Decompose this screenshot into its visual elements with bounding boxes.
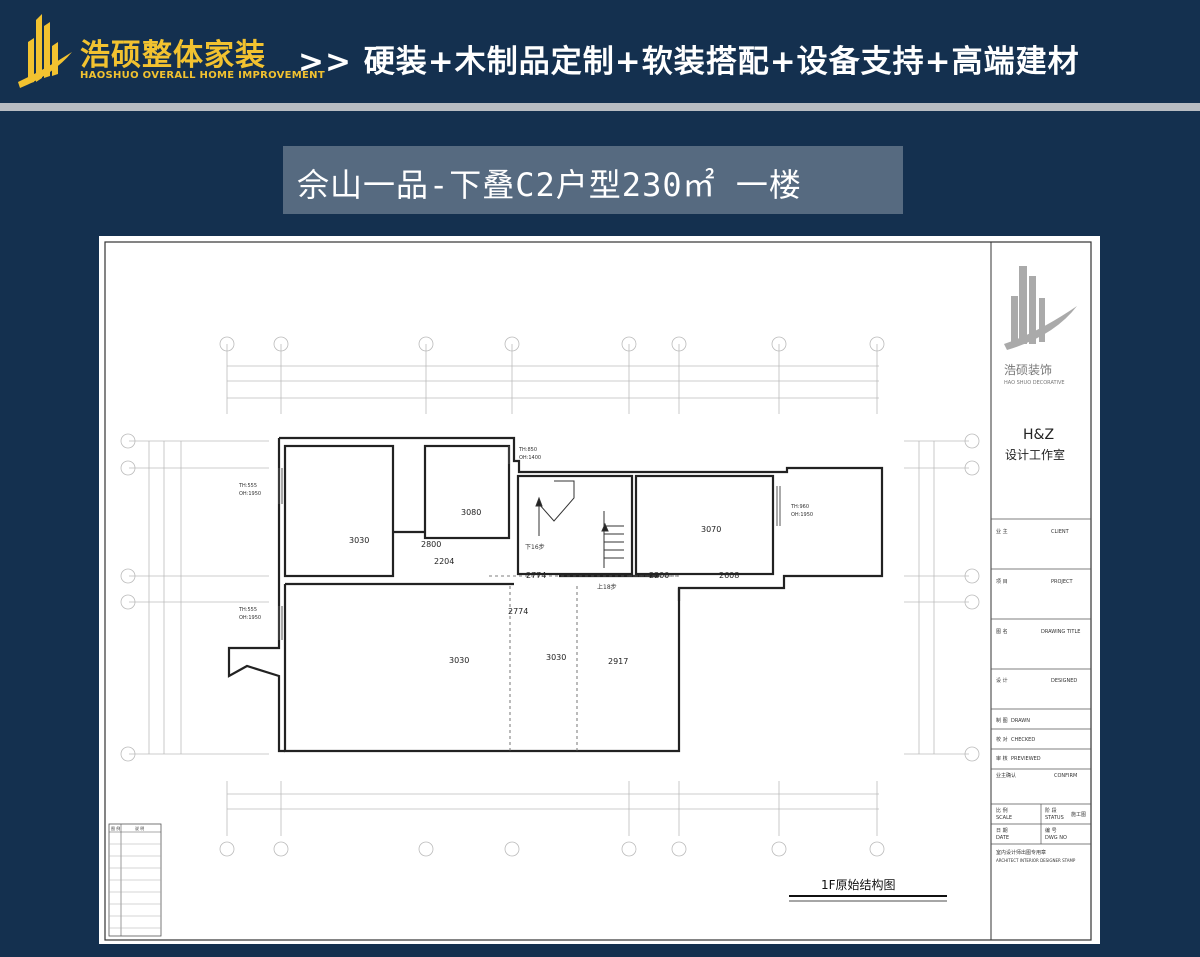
svg-text:OH:1950: OH:1950 bbox=[791, 512, 813, 518]
divider bbox=[0, 103, 1200, 111]
room-dimensions: 3030 3080 3070 3030 3030 2917 2800 2204 … bbox=[349, 508, 739, 666]
svg-text:DRAWING TITLE: DRAWING TITLE bbox=[1041, 629, 1080, 635]
page-title: 佘山一品-下叠C2户型230㎡ 一楼 bbox=[297, 166, 802, 204]
header-bar: 浩硕整体家装 HAOSHUO OVERALL HOME IMPROVEMENT … bbox=[0, 0, 1200, 103]
dim-label: 2774 bbox=[526, 571, 546, 580]
dashed-partitions bbox=[489, 575, 679, 751]
dim-label: 2204 bbox=[434, 557, 454, 566]
dim-label: 2917 bbox=[608, 657, 628, 666]
svg-text:业主确认: 业主确认 bbox=[996, 772, 1016, 779]
dim-label: 3030 bbox=[449, 656, 469, 665]
legend-header-b: 说 明 bbox=[135, 825, 144, 831]
svg-text:项 目: 项 目 bbox=[996, 579, 1008, 585]
svg-text:TH:850: TH:850 bbox=[518, 447, 537, 453]
svg-text:SCALE: SCALE bbox=[996, 815, 1012, 821]
dim-label: 3030 bbox=[349, 536, 369, 545]
dim-label: 3030 bbox=[546, 653, 566, 662]
dim-label: 2608 bbox=[719, 571, 739, 580]
svg-text:室内设计师出图专用章: 室内设计师出图专用章 bbox=[996, 849, 1046, 856]
svg-text:阶 段: 阶 段 bbox=[1045, 807, 1057, 814]
svg-text:TH:555: TH:555 bbox=[238, 483, 257, 489]
title-block-rows: 业 主 CLIENT 项 目 PROJECT 图 名 DRAWING TITLE 设 … bbox=[996, 528, 1086, 863]
svg-text:DWG NO: DWG NO bbox=[1045, 835, 1067, 841]
svg-text:ARCHITECT INTERIOR DESIGNER ST: ARCHITECT INTERIOR DESIGNER STAMP bbox=[996, 858, 1076, 863]
dimension-lines-left bbox=[129, 440, 269, 755]
svg-text:TH:960: TH:960 bbox=[790, 504, 809, 510]
window-notes: TH:555 OH:1950 TH:850 OH:1400 TH:960 OH:… bbox=[238, 447, 813, 621]
dimension-lines-right bbox=[904, 440, 969, 755]
company-name-en: HAO SHUO DECORATIVE bbox=[1004, 380, 1065, 386]
stair-up-label: 上18步 bbox=[597, 583, 617, 591]
building-logo-icon bbox=[18, 14, 72, 88]
brand-name-en: HAOSHUO OVERALL HOME IMPROVEMENT bbox=[80, 70, 325, 81]
svg-text:校 对: 校 对 bbox=[996, 736, 1008, 743]
svg-text:制 图: 制 图 bbox=[996, 717, 1008, 724]
studio-name-cn: 设计工作室 bbox=[1005, 447, 1065, 462]
svg-text:PREVIEWED: PREVIEWED bbox=[1011, 756, 1041, 762]
legend-table: 图 例 说 明 bbox=[108, 823, 162, 937]
svg-text:TH:555: TH:555 bbox=[238, 607, 257, 613]
svg-text:业 主: 业 主 bbox=[996, 528, 1008, 535]
dim-label: 2774 bbox=[508, 607, 528, 616]
svg-text:PROJECT: PROJECT bbox=[1051, 579, 1074, 585]
svg-text:日 期: 日 期 bbox=[996, 828, 1008, 834]
walls bbox=[227, 436, 884, 753]
windows bbox=[278, 446, 781, 640]
svg-text:DRAWN: DRAWN bbox=[1011, 718, 1030, 724]
grid-bubbles-right bbox=[964, 433, 980, 762]
brand-name-cn: 浩硕整体家装 bbox=[80, 38, 266, 73]
svg-text:图 名: 图 名 bbox=[996, 628, 1008, 635]
svg-text:DATE: DATE bbox=[996, 835, 1009, 841]
company-logo-icon bbox=[1004, 266, 1077, 350]
company-name-cn: 浩硕装饰 bbox=[1004, 363, 1052, 377]
stair-down-label: 下16步 bbox=[525, 543, 545, 551]
dim-label: 3070 bbox=[701, 525, 721, 534]
drawing-caption: 1F原始结构图 bbox=[821, 877, 896, 892]
svg-text:CLIENT: CLIENT bbox=[1051, 529, 1070, 535]
sheet-border bbox=[104, 241, 1092, 941]
floor-plan-drawing: 3030 3080 3070 3030 3030 2917 2800 2204 … bbox=[104, 241, 1092, 941]
svg-text:OH:1950: OH:1950 bbox=[239, 615, 261, 621]
dim-label: 3080 bbox=[461, 508, 481, 517]
svg-text:CHECKED: CHECKED bbox=[1011, 737, 1035, 743]
dimension-lines-bottom bbox=[226, 781, 879, 836]
title-block: 浩硕装饰 HAO SHUO DECORATIVE H&Z 设计工作室 业 主 CL… bbox=[991, 266, 1091, 863]
svg-text:STATUS: STATUS bbox=[1045, 815, 1064, 821]
slogan: >> 硬装+木制品定制+软装搭配+设备支持+高端建材 bbox=[298, 44, 1080, 80]
svg-text:编 号: 编 号 bbox=[1045, 827, 1057, 834]
svg-text:施工图: 施工图 bbox=[1071, 811, 1086, 818]
svg-text:CONFIRM: CONFIRM bbox=[1054, 773, 1077, 779]
dim-label: 2800 bbox=[421, 540, 441, 549]
dim-label: 2200 bbox=[649, 571, 669, 580]
studio-name-en: H&Z bbox=[1023, 427, 1054, 443]
svg-text:比 例: 比 例 bbox=[996, 807, 1008, 814]
staircase bbox=[535, 480, 624, 568]
svg-text:OH:1400: OH:1400 bbox=[519, 455, 541, 461]
legend-header-a: 图 例 bbox=[111, 825, 120, 831]
drawing-sheet: 3030 3080 3070 3030 3030 2917 2800 2204 … bbox=[99, 236, 1100, 944]
svg-text:审 核: 审 核 bbox=[996, 755, 1008, 762]
svg-text:OH:1950: OH:1950 bbox=[239, 491, 261, 497]
grid-bubbles-left bbox=[120, 433, 136, 762]
svg-text:DESIGNED: DESIGNED bbox=[1051, 678, 1077, 684]
dimension-lines-top bbox=[226, 344, 879, 414]
grid-bubbles-top bbox=[219, 336, 885, 352]
title-box: 佘山一品-下叠C2户型230㎡ 一楼 bbox=[283, 146, 903, 214]
grid-bubbles-bottom bbox=[219, 841, 885, 857]
svg-text:设 计: 设 计 bbox=[996, 677, 1008, 684]
